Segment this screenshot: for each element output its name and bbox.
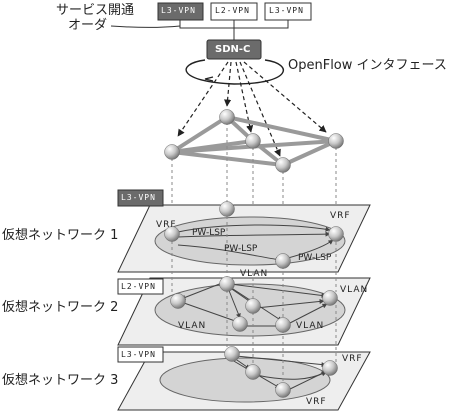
node — [170, 293, 186, 309]
openflow-interface-label: OpenFlow インタフェース — [288, 58, 447, 73]
pw-lsp-label: PW-LSP — [224, 244, 258, 254]
order-connector — [179, 20, 289, 40]
layer-1-tag: L3-VPN — [121, 193, 156, 202]
layer-1-tag-box — [117, 189, 164, 207]
l2-vpn-service-label: L2-VPN — [215, 6, 250, 15]
node — [164, 144, 180, 160]
node — [245, 133, 261, 149]
layer-2-tag: L2-VPN — [121, 282, 156, 291]
node — [328, 226, 344, 242]
sdn-controller-label: SDN-C — [215, 44, 251, 55]
vrf-label: VRF — [330, 211, 351, 221]
plane-3-paths — [231, 355, 328, 391]
openflow-ring — [185, 59, 284, 85]
node — [224, 346, 240, 362]
vrf-label: VRF — [342, 354, 363, 364]
sdn-c-box — [206, 39, 262, 60]
virtual-network-3-title: 仮想ネットワーク 3 — [2, 373, 119, 388]
l3-vpn-service-label: L3-VPN — [161, 6, 196, 15]
service-order-label: サービス開通 — [56, 3, 135, 18]
vrf-label: VRF — [156, 220, 177, 230]
through-connectors — [171, 216, 337, 385]
service-order-label-2: オーダ — [68, 18, 108, 33]
layer-3-tag: L3-VPN — [121, 350, 156, 359]
node — [275, 157, 291, 173]
node — [245, 364, 261, 380]
plane-1-paths — [177, 224, 334, 262]
vlan-label: VLAN — [340, 285, 369, 295]
pw-lsp-label: PW-LSP — [192, 228, 226, 238]
node — [328, 133, 344, 149]
order-arrow — [110, 25, 181, 28]
node — [322, 360, 338, 376]
virtual-network-1-title: 仮想ネットワーク 1 — [2, 228, 119, 243]
pw-lsp-label: PW-LSP — [298, 253, 332, 263]
vlan-label: VLAN — [240, 269, 269, 279]
plane-1-vpn-area — [154, 216, 346, 266]
node — [219, 276, 235, 292]
vlan-label: VLAN — [296, 321, 325, 331]
node — [219, 201, 235, 217]
node — [245, 298, 261, 314]
virtual-network-2-title: 仮想ネットワーク 2 — [2, 300, 119, 315]
vlan-label: VLAN — [178, 321, 207, 331]
plane-3-vpn-area — [159, 357, 331, 403]
layer-2-tag-box — [117, 278, 164, 295]
node — [219, 109, 235, 125]
node — [275, 382, 291, 398]
node — [275, 317, 291, 333]
l3-vpn-service-label-2: L3-VPN — [269, 6, 304, 15]
router-nodes — [164, 109, 344, 398]
service-order-boxes — [157, 2, 312, 21]
node — [275, 253, 291, 269]
node — [322, 290, 338, 306]
vrf-label: VRF — [306, 397, 327, 407]
node — [232, 316, 248, 332]
node — [164, 226, 180, 242]
layer-3-tag-box — [117, 346, 164, 363]
